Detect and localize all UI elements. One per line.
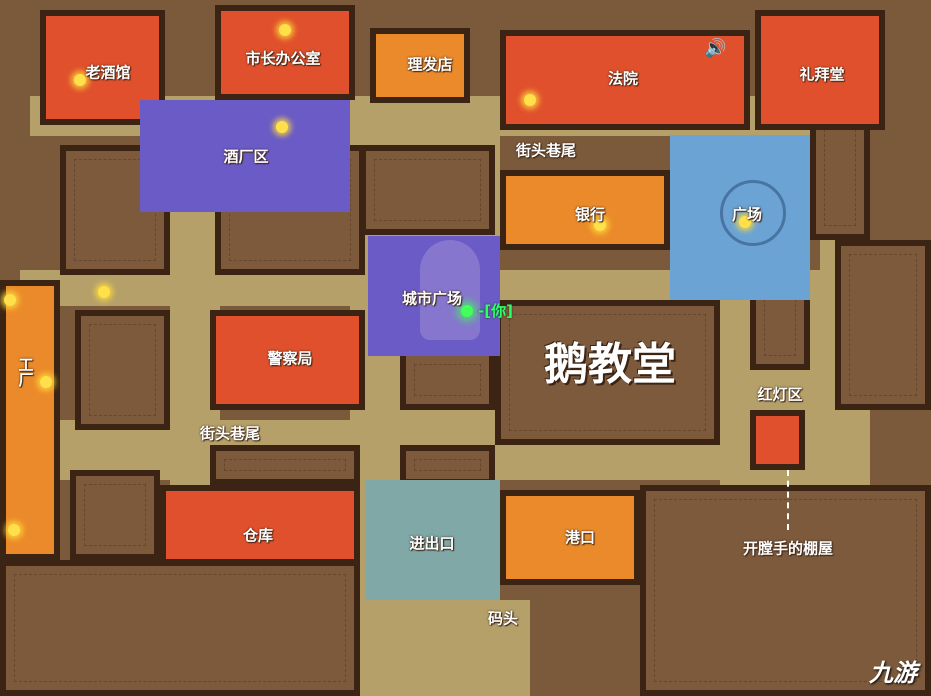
light-dot: [524, 94, 536, 106]
building-top-right: [810, 110, 870, 240]
building-right-far: [835, 240, 931, 410]
label-street-end-mid: 街头巷尾: [199, 424, 261, 443]
label-square: 广场: [731, 205, 763, 224]
label-old-tavern: 老酒馆: [85, 63, 131, 82]
label-workshop: 工厂: [16, 357, 35, 387]
zone-entrance[interactable]: [365, 480, 500, 600]
label-goose-cathedral: 鹅教堂: [544, 339, 676, 390]
light-dot: [8, 524, 20, 536]
label-street-end-top: 街头巷尾: [515, 141, 577, 160]
label-butcher-shed: 开膛手的棚屋: [742, 539, 834, 558]
label-barber: 理发店: [407, 55, 453, 74]
light-dot: [74, 74, 86, 86]
label-police: 警察局: [267, 349, 313, 368]
label-red-light: 红灯区: [757, 385, 803, 404]
zone-workshop[interactable]: [0, 280, 60, 560]
zone-police[interactable]: [210, 310, 365, 410]
speaker-icon: 🔊: [704, 38, 727, 59]
building-bottom-strip: [0, 560, 360, 696]
zone-city-square[interactable]: [368, 236, 500, 356]
label-bank: 银行: [574, 205, 606, 224]
player-label: -[你]: [478, 302, 513, 320]
light-dot: [594, 219, 606, 231]
zone-warehouse[interactable]: [160, 485, 360, 565]
zone-old-tavern[interactable]: [40, 10, 165, 125]
fountain-icon: [720, 180, 786, 246]
zone-barber[interactable]: [370, 28, 470, 103]
label-court: 法院: [607, 69, 639, 88]
label-mayor-office: 市长办公室: [245, 49, 321, 68]
watermark-logo: 九游: [869, 659, 917, 687]
label-warehouse: 仓库: [242, 526, 274, 545]
light-dot: [4, 294, 16, 306]
zone-port[interactable]: [500, 490, 640, 585]
light-dot: [739, 216, 751, 228]
light-dot: [279, 24, 291, 36]
light-dot: [40, 376, 52, 388]
label-chapel: 礼拜堂: [799, 65, 845, 84]
building-center-small: [400, 350, 495, 410]
building-left-mid: [75, 310, 170, 430]
label-dock: 码头: [487, 609, 519, 628]
road-dock: [360, 600, 530, 696]
label-brewery: 酒厂区: [223, 147, 269, 166]
label-port: 港口: [564, 528, 596, 547]
butcher-shed-pointer: [787, 470, 789, 530]
zone-bank[interactable]: [500, 170, 670, 250]
zone-mayor-office[interactable]: [215, 5, 355, 100]
label-entrance: 进出口: [409, 534, 455, 553]
building-bottom-right: [640, 485, 931, 696]
label-city-square: 城市广场: [401, 289, 463, 308]
building-center-strip: [400, 445, 495, 485]
building-bottom-left: [70, 470, 160, 560]
light-dot: [98, 286, 110, 298]
goose-statue-icon: [420, 240, 480, 340]
zone-chapel[interactable]: [755, 10, 885, 130]
zone-brewery[interactable]: [140, 100, 350, 212]
building-mid-strip: [210, 445, 360, 485]
player-position-icon: [461, 305, 473, 317]
light-dot: [276, 121, 288, 133]
goose-cathedral[interactable]: [495, 300, 720, 445]
zone-court[interactable]: [500, 30, 750, 130]
zone-red-light[interactable]: [750, 410, 805, 470]
building-center-right: [360, 145, 495, 235]
